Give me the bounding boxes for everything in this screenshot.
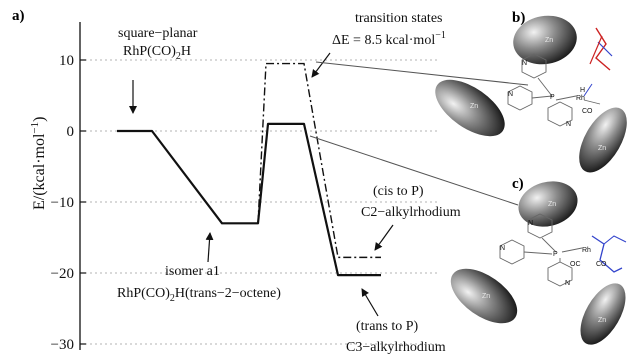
y-axis-label: E/(kcal·mol−1) [29, 117, 48, 210]
arrow-transition-state [311, 52, 331, 78]
label-isomer-formula: RhP(CO)2H(trans−2−octene) [117, 286, 281, 304]
bond [583, 99, 601, 105]
octene-chain [597, 41, 613, 57]
panel-label-a: a) [12, 8, 25, 24]
arrow-cis-c2 [374, 224, 394, 251]
rhodium-label: Rh [582, 247, 591, 254]
rhodium-label: Rh [576, 95, 585, 102]
zinc-label: Zn [598, 145, 606, 152]
octene-chain [589, 35, 603, 65]
panel-label-b: b) [512, 10, 525, 26]
y-tick-label: −20 [51, 266, 74, 282]
solid-energy-profile [117, 122, 381, 277]
label-c2-alkylrhodium: C2−alkylrhodium [361, 205, 461, 220]
bond [583, 83, 593, 97]
label-cis-to-p: (cis to P) [373, 184, 424, 199]
pyridine-ring [507, 85, 533, 111]
hydride-label: H [580, 87, 585, 94]
zinc-label: Zn [482, 293, 490, 300]
carbonyl-label: CO [596, 261, 607, 268]
bond [555, 95, 577, 101]
y-tick-label: 0 [67, 124, 75, 140]
y-ticks: 10 0 −10 −20 −30 [51, 53, 86, 353]
label-trans-to-p: (trans to P) [356, 319, 419, 334]
zinc-label: Zn [548, 201, 556, 208]
pyridine-ring [547, 101, 573, 127]
bond [541, 237, 557, 253]
annotation-arrows [129, 52, 529, 317]
arrow-trans-c3 [361, 288, 379, 317]
zinc-porphyrin-ellipsoid [450, 268, 518, 324]
pyridine-n-label: N [528, 220, 533, 227]
energy-profiles [117, 62, 381, 277]
pyridine-ring [521, 53, 547, 79]
dash-dot-energy-profile [257, 62, 381, 259]
molecule-structure-c: Zn Zn Zn P Rh OC CO N N N [450, 181, 627, 345]
arrow-isomer [205, 232, 214, 263]
pyridine-n-label: N [500, 245, 505, 252]
alkyl-chain [603, 235, 627, 245]
zinc-porphyrin-ellipsoid [435, 79, 505, 137]
pyridine-n-label: N [508, 91, 513, 98]
y-tick-label: 10 [59, 53, 74, 69]
zinc-label: Zn [545, 37, 553, 44]
label-isomer-a1: isomer a1 [165, 264, 220, 279]
molecule-structure-b: Zn Zn Zn P Rh H CO N N N [435, 15, 627, 173]
panel-label-c: c) [512, 176, 524, 192]
pyridine-n-label: N [566, 121, 571, 128]
zinc-porphyrin-ellipsoid [579, 107, 627, 173]
carbonyl-label: OC [570, 261, 581, 268]
label-c3-alkylrhodium: C3−alkylrhodium [346, 340, 446, 355]
carbonyl-label: CO [582, 108, 593, 115]
bond [523, 251, 553, 255]
phosphorus-label: P [550, 94, 555, 101]
bond [537, 77, 553, 97]
y-tick-label: −30 [51, 337, 74, 353]
pyridine-n-label: N [565, 280, 570, 287]
connector-to-structure-c [309, 135, 519, 206]
phosphorus-label: P [553, 251, 558, 258]
zinc-label: Zn [598, 317, 606, 324]
label-square-planar: square−planar [118, 26, 198, 41]
zinc-porphyrin-ellipsoid [580, 283, 626, 345]
connector-to-structure-b [315, 61, 529, 86]
label-transition-states: transition states [355, 11, 443, 26]
pyridine-ring [527, 213, 553, 239]
octene-chain [595, 27, 611, 71]
plot-area: 10 0 −10 −20 −30 [51, 22, 440, 353]
bond [531, 95, 553, 99]
bond [561, 247, 583, 253]
pyridine-n-label: N [522, 60, 527, 67]
zinc-porphyrin-ellipsoid [518, 181, 578, 227]
zinc-porphyrin-ellipsoid [513, 15, 577, 65]
label-delta-e: ΔE = 8.5 kcal·mol−1 [332, 30, 446, 48]
pyridine-ring [499, 239, 525, 265]
label-square-planar-formula: RhP(CO)2H [123, 44, 191, 62]
zinc-label: Zn [470, 103, 478, 110]
alkyl-chain [591, 235, 623, 273]
y-tick-label: −10 [51, 195, 74, 211]
